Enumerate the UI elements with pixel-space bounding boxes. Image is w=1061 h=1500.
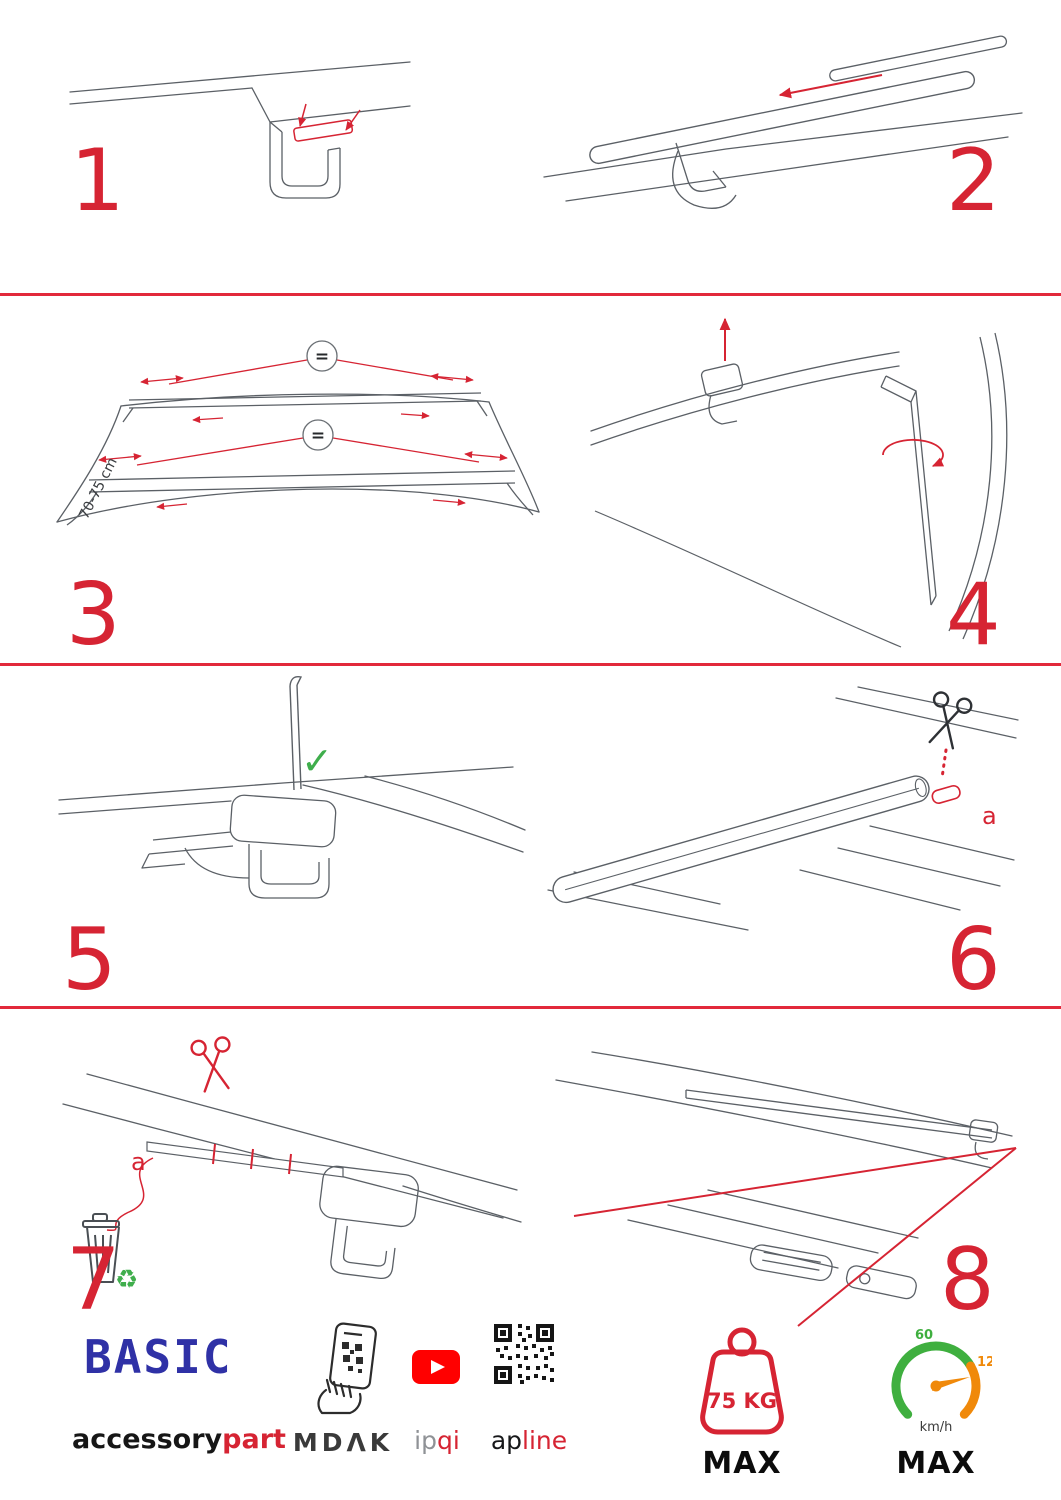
scissors-icon (928, 691, 973, 750)
speedometer-icon: 60 120 km/h (891, 1328, 992, 1435)
equal-badge: = (315, 347, 329, 367)
hand (317, 1378, 362, 1415)
step-8-panel (540, 1018, 1020, 1328)
weight-value: 75 KG (707, 1389, 777, 1413)
cross-bar (685, 1089, 993, 1139)
discard-line (106, 1157, 154, 1232)
weight-icon: 75 KG (700, 1327, 784, 1435)
recycle-icon: ♻ (115, 1265, 138, 1295)
trash-bin-icon (82, 1213, 120, 1283)
partner-apline-label: apline (484, 1426, 574, 1455)
brand-subtitle-black: accessory (72, 1424, 223, 1455)
clamp-bracket (269, 121, 341, 199)
step-5-number: 5 (62, 910, 117, 1010)
roof-rail-section (590, 351, 900, 446)
section-divider-2 (0, 663, 1061, 666)
apline-red: line (522, 1426, 568, 1455)
car-roof-outline (56, 393, 540, 523)
youtube-icon (412, 1350, 460, 1384)
check-icon: ✓ (301, 739, 333, 783)
window-frame (948, 332, 1008, 640)
step-5-illustration: ✓ (58, 676, 526, 899)
step-2-panel (530, 25, 1030, 240)
step-6-panel: a (540, 678, 1020, 946)
ipqi-gray: ip (414, 1426, 437, 1455)
dimension-lines (98, 359, 508, 510)
equal-spacing-badges: = = (302, 340, 338, 451)
roof-surface-lines (547, 686, 1019, 931)
speed-low-label: 60 (915, 1328, 933, 1343)
step-7-panel: a ♻ (35, 1018, 535, 1328)
ipqi-red: qi (437, 1426, 460, 1455)
apline-black: ap (490, 1426, 523, 1455)
roof-rail-lines (69, 61, 411, 123)
step-6-illustration: a (547, 686, 1019, 931)
step-2-illustration (543, 35, 1023, 209)
clamp-assembly (319, 1165, 419, 1280)
cross-bar (589, 70, 976, 165)
door-edge (594, 510, 902, 648)
speed-high-label: 120 (977, 1355, 992, 1370)
partner-mdak-label: MDΛK (292, 1428, 394, 1457)
step-4-panel (565, 305, 1025, 650)
qr-code-icon (492, 1322, 556, 1386)
roof-lines (555, 1051, 1013, 1269)
speedometer-needle (932, 1377, 970, 1391)
step-5-panel: ✓ (35, 672, 535, 952)
step-6-number: 6 (946, 910, 1001, 1010)
front-cross-bar (66, 470, 534, 526)
section-divider-3 (0, 1006, 1061, 1009)
weight-max-label: MAX (702, 1446, 782, 1481)
brand-logo: BASIC (84, 1330, 233, 1384)
max-speed-badge: 60 120 km/h (880, 1324, 992, 1436)
mounting-clamp (672, 142, 737, 209)
clamp-assembly (141, 794, 337, 899)
brand-subtitle-red: part (222, 1424, 286, 1455)
step-3-panel: = = 70-75 cm (35, 308, 555, 576)
cut-marks (212, 1143, 292, 1175)
scissors-icon (190, 1036, 231, 1093)
step-8-number: 8 (940, 1230, 995, 1330)
step-4-illustration (590, 317, 1008, 648)
fixing-clamp (700, 363, 744, 425)
step-2-number: 2 (946, 131, 1001, 231)
phone-qr-scan (306, 1322, 386, 1416)
cut-label: a (131, 1148, 146, 1176)
cut-off-piece (931, 748, 961, 804)
section-divider-1 (0, 293, 1061, 296)
locking-pin (289, 676, 303, 791)
roof-lines (58, 766, 526, 853)
allen-key (880, 375, 937, 606)
rubber-pad-insert (293, 103, 361, 142)
step-3-number: 3 (66, 565, 121, 665)
qr-code (492, 1322, 556, 1386)
step-7-illustration: a ♻ (62, 1036, 522, 1295)
phone-qr-icon (317, 1322, 377, 1415)
step-1-illustration (69, 61, 411, 199)
cut-label: a (982, 802, 997, 830)
foot-pads (749, 1244, 917, 1300)
action-arrows (719, 317, 945, 467)
speed-max-label: MAX (896, 1446, 976, 1481)
step-1-number: 1 (70, 131, 125, 231)
trim-strip (146, 1141, 344, 1178)
alignment-lines (573, 1147, 1017, 1327)
cross-bar-profile (552, 775, 930, 904)
step-4-number: 4 (946, 565, 1001, 665)
step-3-illustration: = = 70-75 cm (56, 340, 540, 526)
roof-edge-lines (543, 112, 1023, 202)
max-weight-badge: 75 KG (692, 1324, 792, 1438)
rear-cross-bar (122, 392, 488, 423)
equal-badge: = (311, 426, 325, 446)
step-8-illustration (555, 1051, 1017, 1327)
partner-ipqi-label: ipqi (404, 1426, 470, 1455)
step-7-number: 7 (66, 1230, 121, 1330)
brand-subtitle: accessorypart (72, 1424, 286, 1455)
youtube-badge (412, 1350, 460, 1384)
slide-arrow (778, 74, 883, 99)
speed-unit-label: km/h (920, 1420, 953, 1435)
cover-strip (829, 35, 1008, 82)
step-1-panel (60, 40, 420, 240)
qr-on-phone-pattern (342, 1342, 363, 1373)
